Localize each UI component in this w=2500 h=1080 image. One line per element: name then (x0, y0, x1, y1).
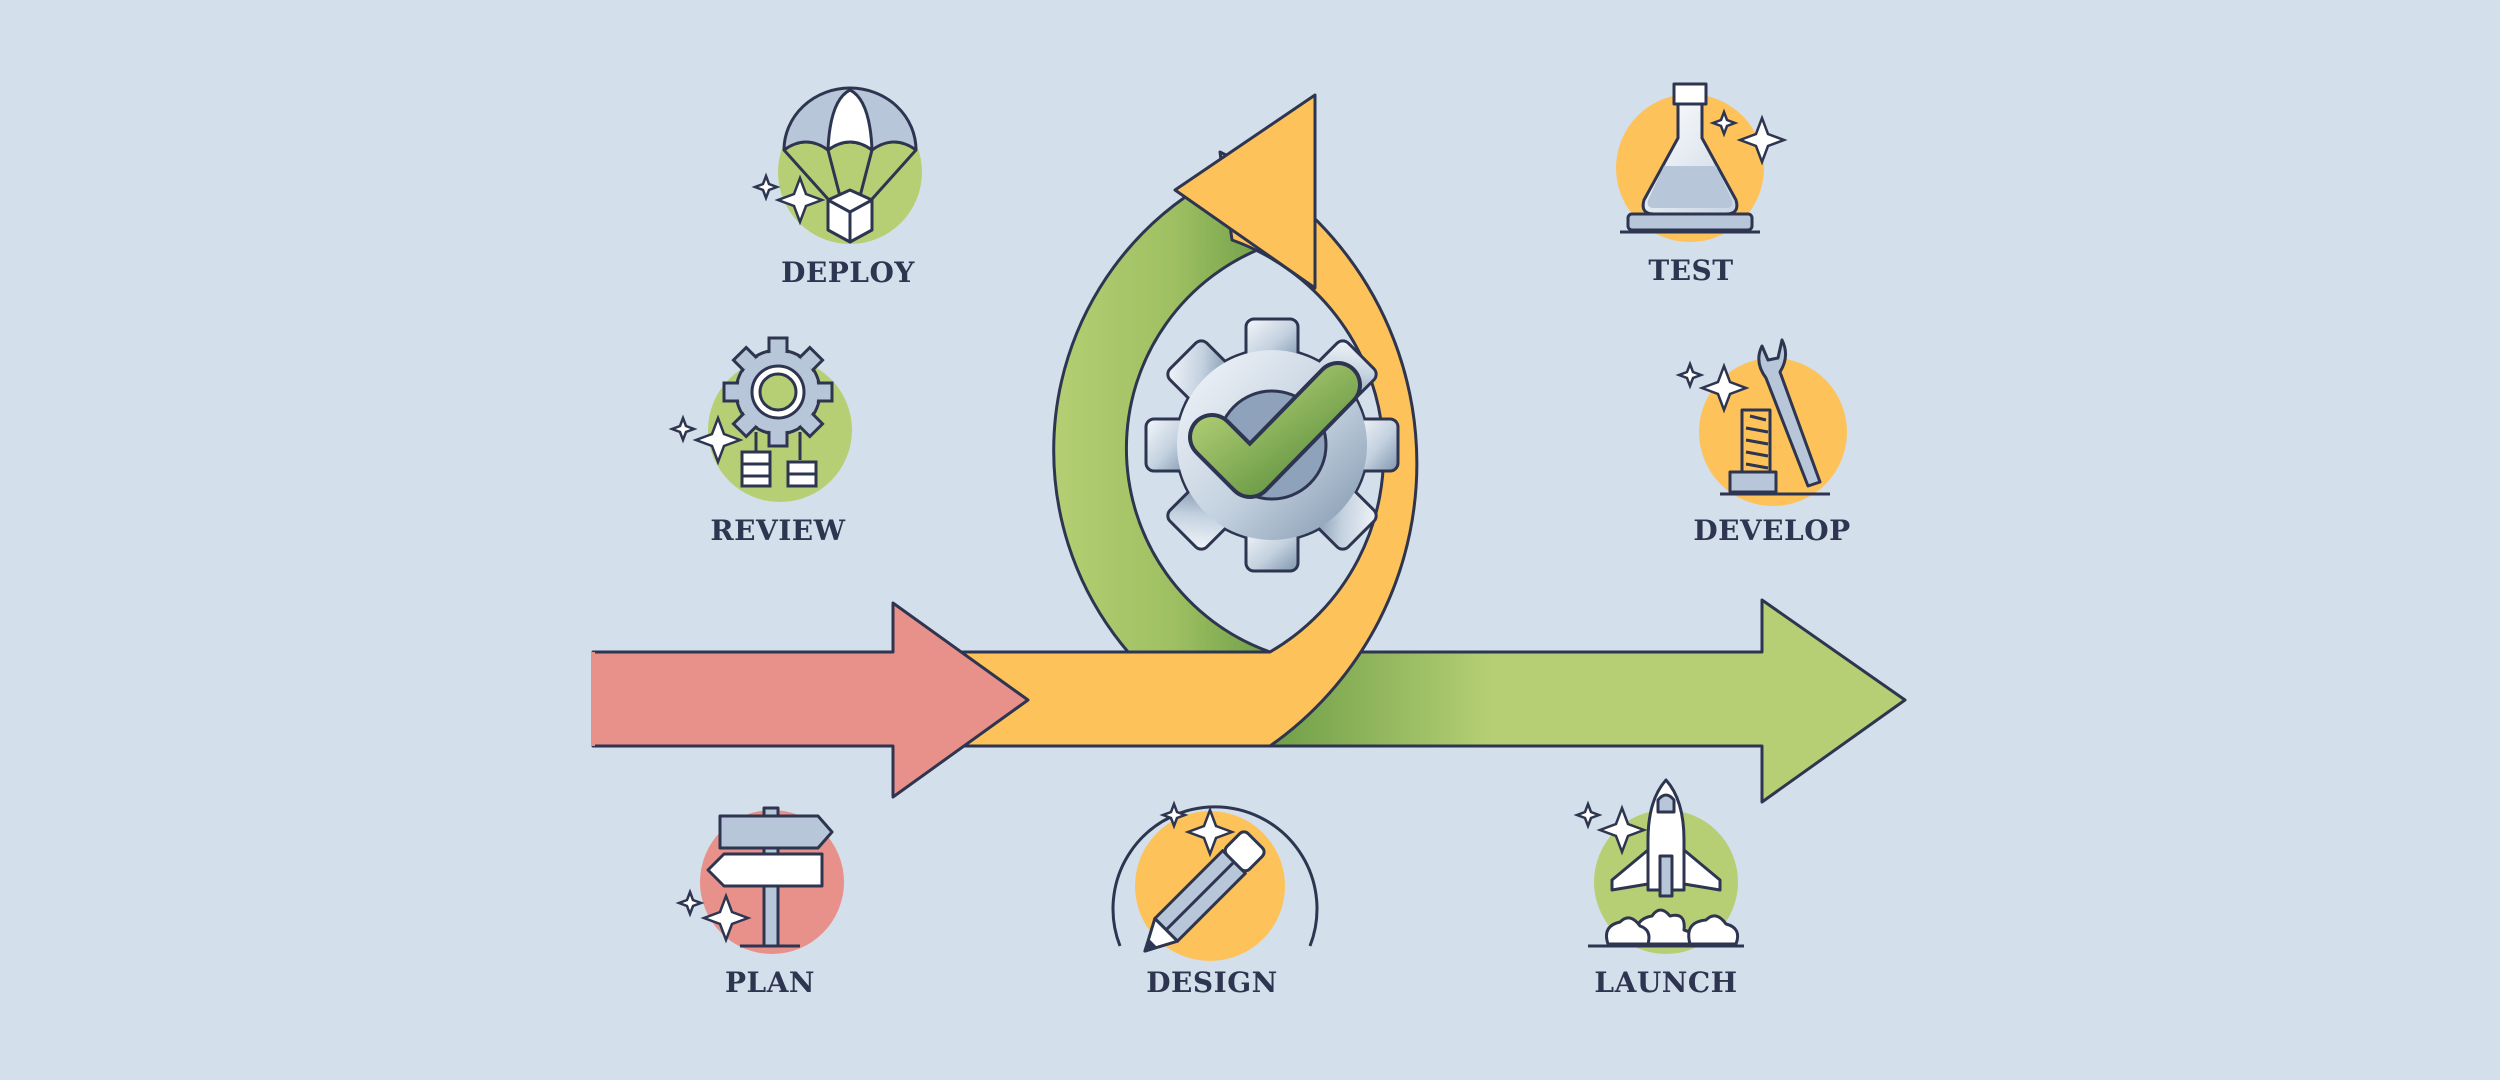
stage-develop: DEVELOP (1675, 338, 1850, 547)
stage-label-test: TEST (1648, 254, 1733, 287)
wrench-spring-icon (1720, 338, 1830, 496)
sparkle-icon (675, 888, 752, 944)
sparkle-icon (1709, 108, 1788, 166)
stage-test: TEST (1616, 82, 1788, 287)
stage-label-launch: LAUNCH (1594, 966, 1737, 999)
stage-review: REVIEW (668, 336, 852, 547)
stage-design: DESIGN (1111, 800, 1319, 999)
stage-label-review: REVIEW (710, 514, 845, 547)
green-output-arrow (1268, 598, 1907, 804)
stage-launch: LAUNCH (1573, 778, 1744, 999)
sparkle-icon (1675, 360, 1750, 414)
stage-label-develop: DEVELOP (1693, 514, 1850, 547)
stage-label-plan: PLAN (725, 966, 815, 999)
sparkle-icon (1159, 800, 1236, 858)
sparkle-icon (751, 172, 826, 226)
parachute-icon (782, 86, 918, 244)
red-input-arrow (591, 601, 1030, 799)
stage-plan: PLAN (675, 806, 844, 999)
gear-database-icon (722, 336, 834, 488)
stage-label-design: DESIGN (1146, 966, 1277, 999)
stage-label-deploy: DEPLOY (781, 256, 915, 289)
central-loop (591, 93, 1907, 804)
signpost-icon (706, 806, 834, 948)
pencil-icon (1143, 830, 1266, 953)
sparkle-icon (1573, 800, 1648, 856)
rocket-icon (1588, 778, 1744, 948)
yellow-loop-arrowhead (1173, 93, 1317, 290)
stage-deploy: DEPLOY (751, 86, 922, 289)
gear-checkmark-icon (1144, 317, 1400, 573)
sparkle-icon (668, 414, 744, 466)
flask-icon (1620, 82, 1760, 234)
